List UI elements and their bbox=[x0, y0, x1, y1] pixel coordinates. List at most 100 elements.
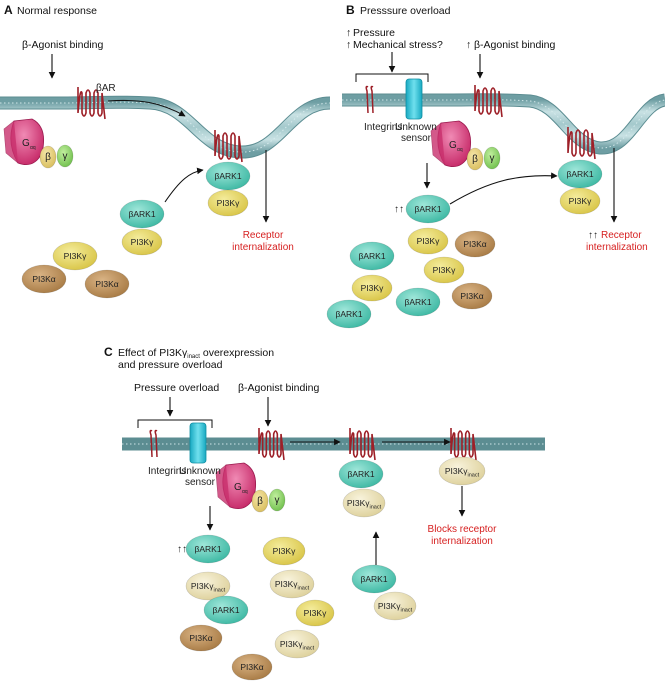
bracket-c bbox=[137, 419, 213, 428]
gprotein-b-alpha-label: G bbox=[449, 140, 457, 151]
receptor-b-1 bbox=[474, 85, 503, 118]
gprotein-c-alpha-edge bbox=[215, 464, 231, 508]
membrane-b-texture bbox=[342, 99, 665, 149]
panel-b-sensor-2: sensor bbox=[401, 133, 432, 144]
gprotein-b-alpha-sub: αq bbox=[457, 147, 463, 153]
pi3ka-a-1-label: PI3Kα bbox=[32, 274, 55, 284]
pi3kg-inact-c-1 bbox=[185, 571, 231, 601]
receptor-a-1 bbox=[77, 87, 106, 120]
receptors-layer bbox=[77, 78, 596, 464]
pi3kg-a-free bbox=[121, 228, 163, 256]
gprotein-c-beta-label: β bbox=[257, 496, 263, 507]
panel-b-internalization-1: Receptor bbox=[601, 230, 642, 241]
molecules-layer bbox=[3, 118, 603, 681]
bark1-c-2-label: βARK1 bbox=[212, 605, 239, 615]
panel-c-integrins: Integrins bbox=[148, 466, 186, 477]
panel-b-stress-up: ↑ bbox=[346, 39, 351, 51]
pi3kg-inact-c-3 bbox=[274, 629, 320, 659]
panel-c-blocks-1: Blocks receptor bbox=[428, 524, 498, 535]
panel-a-title: Normal response bbox=[17, 5, 97, 17]
bark1-b-1-label: βARK1 bbox=[414, 204, 441, 214]
gprotein-a-beta bbox=[39, 145, 57, 169]
integrin-b-b bbox=[370, 85, 374, 114]
bark1-b-3 bbox=[395, 287, 441, 317]
pi3kg-inact-c-2 bbox=[269, 569, 315, 599]
panel-c-bark-up: ↑↑ bbox=[177, 544, 187, 555]
panel-b-stress: Mechanical stress? bbox=[353, 39, 443, 51]
receptor-c-1 bbox=[258, 428, 285, 461]
arrow-a-translocate bbox=[164, 167, 204, 203]
pi3kg-a-cyto bbox=[52, 241, 98, 271]
gprotein-c-alpha-label: G bbox=[234, 482, 242, 493]
gprotein-a-alpha-edge bbox=[3, 120, 19, 164]
panel-c-pressure: Pressure overload bbox=[134, 382, 219, 394]
pi3ka-b-2 bbox=[451, 282, 493, 310]
pi3kg-inact-c-2-label: PI3Kγinact bbox=[275, 579, 310, 592]
membrane-a-texture bbox=[0, 101, 331, 153]
pi3kg-inact-c-bound-label: PI3Kγinact bbox=[347, 498, 382, 511]
panel-b-pressure-up: ↑ bbox=[346, 27, 351, 39]
gprotein-a-beta-label: β bbox=[45, 152, 51, 163]
pi3kg-b-2 bbox=[423, 256, 465, 284]
pi3ka-c-1-label: PI3Kα bbox=[189, 633, 212, 643]
integrin-c-b bbox=[154, 429, 158, 458]
bark1-c-bound-label: βARK1 bbox=[347, 469, 374, 479]
panel-a-agonist: β-Agonist binding bbox=[22, 39, 103, 51]
pi3kg-c-1-label: PI3Kγ bbox=[273, 546, 296, 556]
pi3kg-c-1 bbox=[262, 536, 306, 566]
pi3kg-inact-c-free bbox=[373, 591, 417, 621]
panel-a-receptor-label: βAR bbox=[96, 83, 116, 94]
bark1-b-2 bbox=[349, 241, 395, 271]
bark1-b-4 bbox=[326, 299, 372, 329]
panel-c-sensor-2: sensor bbox=[185, 477, 216, 488]
panel-b-letter: B bbox=[346, 3, 355, 17]
gprotein-c-beta bbox=[251, 489, 269, 513]
pi3ka-a-2 bbox=[84, 269, 130, 299]
gprotein-c-alpha-sub: αq bbox=[242, 489, 248, 495]
pi3ka-b-1 bbox=[454, 230, 496, 258]
receptor-c-3 bbox=[450, 428, 477, 461]
bark1-b-3-label: βARK1 bbox=[404, 297, 431, 307]
pi3kg-inact-c-3-label: PI3Kγinact bbox=[280, 639, 315, 652]
gprotein-c-gamma-label: γ bbox=[275, 495, 280, 506]
pi3kg-b-bound bbox=[559, 187, 601, 215]
pi3kg-inact-c-bound bbox=[342, 488, 386, 518]
gprotein-a-alpha-sub: αq bbox=[30, 145, 36, 151]
panel-b-pressure: Pressure bbox=[353, 27, 395, 39]
panel-c-agonist: β-Agonist binding bbox=[238, 382, 319, 394]
panel-c-sensor-1: Unknown bbox=[179, 466, 221, 477]
panel-b-integrins: Integrins bbox=[364, 122, 402, 133]
integrin-b-a bbox=[365, 85, 369, 114]
receptor-b-2 bbox=[567, 127, 596, 160]
gprotein-c-gamma bbox=[268, 488, 286, 512]
bark1-b-1 bbox=[405, 194, 451, 224]
pi3kg-b-1 bbox=[407, 227, 449, 255]
pi3kg-inact-c-receptor-label: PI3Kγinact bbox=[445, 466, 480, 479]
arrows-layer bbox=[48, 52, 618, 565]
pi3kg-inact-c-1-label: PI3Kγinact bbox=[191, 581, 226, 594]
bark1-c-free bbox=[351, 564, 397, 594]
sensor-c bbox=[189, 422, 207, 464]
panel-b-internalization-up: ↑↑ bbox=[588, 230, 598, 241]
receptor-a-2 bbox=[214, 130, 243, 163]
gprotein-b-beta bbox=[466, 147, 484, 171]
integrin-c-a bbox=[149, 429, 153, 458]
bark1-c-1 bbox=[185, 534, 231, 564]
pi3ka-b-1-label: PI3Kα bbox=[463, 239, 486, 249]
pi3ka-c-2 bbox=[231, 653, 273, 681]
panel-b-title: Presssure overload bbox=[360, 5, 451, 17]
bark1-c-bound bbox=[338, 459, 384, 489]
bark1-a-free-label: βARK1 bbox=[128, 209, 155, 219]
panel-b-agonist-up: ↑ bbox=[466, 39, 471, 51]
pi3kg-c-2 bbox=[295, 599, 335, 627]
pi3kg-b-3-label: PI3Kγ bbox=[361, 283, 384, 293]
panel-c-letter: C bbox=[104, 345, 113, 359]
pi3kg-inact-c-receptor bbox=[438, 456, 486, 486]
pi3kg-inact-c-free-label: PI3Kγinact bbox=[378, 601, 413, 614]
arrow-b-translocate bbox=[449, 172, 558, 205]
pi3kg-a-bound-label: PI3Kγ bbox=[217, 198, 240, 208]
bark1-c-2 bbox=[203, 595, 249, 625]
pi3ka-a-2-label: PI3Kα bbox=[95, 279, 118, 289]
panel-c-title-2: and pressure overload bbox=[118, 359, 223, 371]
bracket-b bbox=[355, 73, 429, 82]
